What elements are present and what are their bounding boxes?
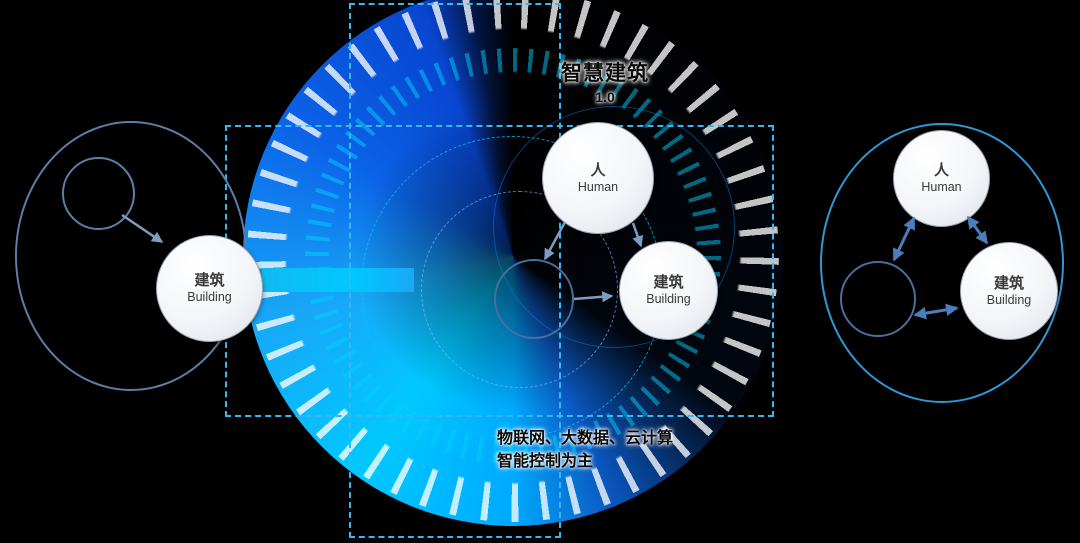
- caption-block: 物联网、大数据、云计算 智能控制为主: [497, 427, 673, 473]
- right-building-label-en: Building: [986, 292, 1032, 307]
- right-human-label-cn: 人: [933, 162, 949, 179]
- right-building-label-cn: 建筑: [993, 274, 1024, 292]
- caption-line-1: 物联网、大数据、云计算: [497, 430, 674, 447]
- right-scope-circle: [820, 123, 1064, 403]
- middle-empty-node-circle: [494, 259, 574, 339]
- right-empty-node-circle: [840, 261, 916, 337]
- right-human-label-en: Human: [921, 180, 962, 194]
- middle-building-label-en: Building: [646, 292, 691, 306]
- caption-line-2: 智能控制为主: [497, 453, 594, 470]
- diagram-title-block: 智慧建筑 1.0: [515, 57, 695, 105]
- left-building-node: 建筑 Building: [156, 235, 263, 342]
- middle-human-node: 人 Human: [542, 122, 654, 234]
- cyan-beam: [262, 268, 414, 292]
- diagram-title: 智慧建筑: [561, 62, 649, 85]
- middle-building-node: 建筑 Building: [619, 241, 718, 340]
- diagram-title-version: 1.0: [595, 89, 615, 105]
- middle-human-label-cn: 人: [590, 161, 606, 179]
- left-building-label-en: Building: [187, 290, 232, 304]
- right-human-node: 人 Human: [893, 130, 990, 227]
- left-building-label-cn: 建筑: [194, 272, 225, 289]
- left-empty-node-circle: [62, 157, 135, 230]
- middle-human-label-en: Human: [577, 179, 619, 194]
- right-building-node: 建筑 Building: [960, 242, 1058, 340]
- turbine-wireframe-circle-3: [493, 106, 735, 348]
- middle-building-label-cn: 建筑: [653, 274, 684, 291]
